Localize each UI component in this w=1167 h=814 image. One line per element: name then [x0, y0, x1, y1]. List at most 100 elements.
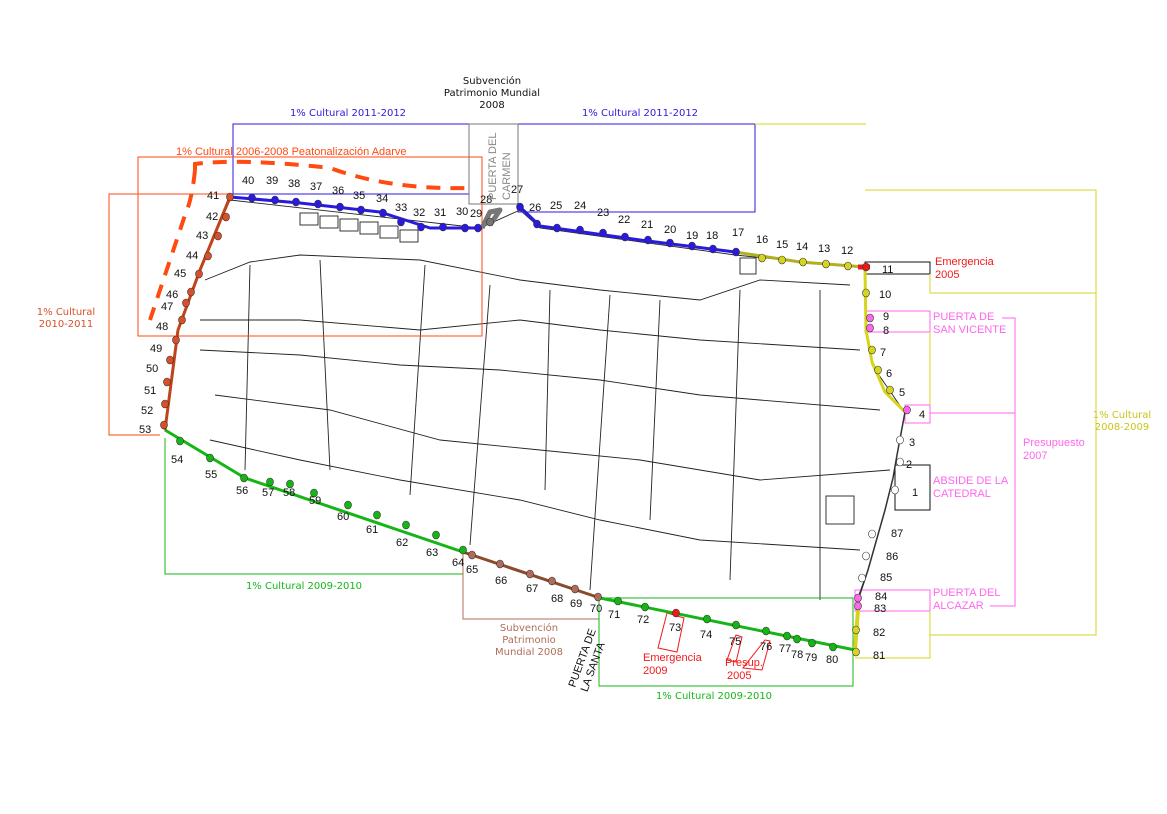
tower-70-label: 70	[590, 603, 602, 615]
tower-62-label: 62	[396, 537, 408, 549]
tower-82-label: 82	[873, 627, 885, 639]
label-san-vicente-2: SAN VICENTE	[933, 324, 1006, 336]
tower-47-label: 47	[161, 301, 173, 313]
tower-80-label: 80	[826, 654, 838, 666]
label-emergencia-2005-1: Emergencia	[935, 256, 995, 268]
tower-43-label: 43	[196, 230, 208, 242]
label-cultural-2011-left: 1% Cultural 2011-2012	[290, 108, 406, 119]
tower-87-mark	[868, 529, 876, 539]
tower-24-label: 24	[574, 200, 586, 212]
tower-4-label: 4	[919, 409, 925, 421]
tower-57-label: 57	[262, 487, 274, 499]
tower-78-label: 78	[791, 649, 803, 661]
tower-69-mark	[571, 584, 579, 594]
tower-64-mark	[459, 545, 467, 555]
tower-68-mark	[548, 576, 556, 586]
tower-53-label: 53	[139, 424, 151, 436]
label-subvencion-bottom-3: Mundial 2008	[495, 647, 563, 658]
tower-51-label: 51	[144, 385, 156, 397]
tower-23-mark	[599, 228, 607, 238]
tower-39-label: 39	[266, 175, 278, 187]
tower-73-label: 73	[669, 622, 681, 634]
tower-85-mark	[858, 573, 866, 583]
tower-55-label: 55	[205, 469, 217, 481]
tower-41-label: 41	[207, 190, 219, 202]
tower-38-label: 38	[288, 178, 300, 190]
tower-67-label: 67	[526, 583, 538, 595]
tower-13-mark	[822, 259, 830, 269]
tower-77-mark	[783, 631, 791, 641]
tower-75-label: 75	[729, 636, 741, 648]
tower-42-label: 42	[206, 211, 218, 223]
label-subvencion-top-1: Subvención	[463, 75, 521, 87]
tower-50-mark	[166, 355, 174, 365]
tower-59-label: 59	[309, 495, 321, 507]
tower-72-mark	[641, 602, 649, 612]
tower-62-mark	[402, 520, 410, 530]
tower-10-label: 10	[879, 289, 891, 301]
tower-58-label: 58	[283, 487, 295, 499]
tower-41-mark	[226, 192, 234, 202]
tower-33-mark	[397, 217, 405, 227]
tower-80-mark	[829, 642, 837, 652]
tower-64-label: 64	[452, 557, 464, 569]
label-abside-1: ABSIDE DE LA	[933, 475, 1009, 487]
tower-40-mark	[248, 193, 256, 203]
tower-5-mark	[886, 385, 894, 395]
label-subvencion-top-3: 2008	[479, 100, 504, 111]
tower-19-label: 19	[686, 230, 698, 242]
tower-11-label: 11	[882, 264, 893, 276]
tower-37-mark	[314, 199, 322, 209]
tower-42-mark	[222, 212, 230, 222]
tower-15-label: 15	[776, 239, 788, 251]
tower-36-mark	[336, 202, 344, 212]
tower-11-mark	[862, 262, 870, 272]
tower-33-label: 33	[395, 202, 407, 214]
tower-22-mark	[621, 232, 629, 242]
tower-82-mark	[852, 625, 860, 635]
tower-1-label: 1	[912, 487, 918, 499]
tower-17-label: 17	[732, 227, 744, 239]
tower-83-label: 83	[874, 603, 886, 615]
tower-44-mark	[204, 251, 212, 261]
tower-50-label: 50	[146, 363, 158, 375]
tower-55-mark	[206, 453, 214, 463]
tower-27-mark	[516, 202, 524, 212]
tower-labels: 1234567891011121314151617181920212223242…	[139, 175, 925, 666]
tower-51-mark	[163, 377, 171, 387]
tower-26-label: 26	[529, 202, 541, 214]
tower-27-label: 27	[511, 184, 523, 196]
tower-76-label: 76	[760, 641, 772, 653]
tower-85-label: 85	[880, 572, 892, 584]
tower-32-label: 32	[413, 207, 425, 219]
label-abside-2: CATEDRAL	[933, 488, 991, 500]
label-subvencion-bottom-2: Patrimonio	[502, 635, 556, 646]
tower-25-label: 25	[550, 200, 562, 212]
tower-59-mark	[310, 488, 318, 498]
tower-3-mark	[896, 435, 904, 445]
annotation-labels: 1% Cultural 2011-2012 1% Cultural 2011-2…	[37, 75, 1151, 702]
tower-28-label: 28	[480, 194, 492, 206]
tower-20-mark	[666, 238, 674, 248]
tower-30-label: 30	[456, 206, 468, 218]
tower-47-mark	[182, 298, 190, 308]
label-cultural-2008-2: 2008-2009	[1095, 422, 1150, 433]
tower-44-label: 44	[186, 250, 198, 262]
label-peatonalizacion: 1% Cultural 2006-2008 Peatonalización Ad…	[176, 146, 407, 158]
tower-25-mark	[553, 223, 561, 233]
tower-18-mark	[709, 244, 717, 254]
tower-14-label: 14	[796, 241, 808, 253]
tower-65-mark	[468, 550, 476, 560]
label-emergencia-2009-1: Emergencia	[643, 652, 703, 664]
tower-84-mark	[854, 593, 862, 603]
tower-61-label: 61	[366, 524, 378, 536]
tower-63-label: 63	[426, 547, 438, 559]
label-san-vicente-1: PUERTA DE	[933, 311, 994, 323]
tower-74-mark	[703, 614, 711, 624]
tower-45-mark	[195, 269, 203, 279]
tower-marks	[160, 192, 911, 657]
tower-54-label: 54	[171, 454, 183, 466]
tower-71-mark	[614, 596, 622, 606]
tower-52-mark	[161, 399, 169, 409]
tower-9-mark	[866, 313, 874, 323]
